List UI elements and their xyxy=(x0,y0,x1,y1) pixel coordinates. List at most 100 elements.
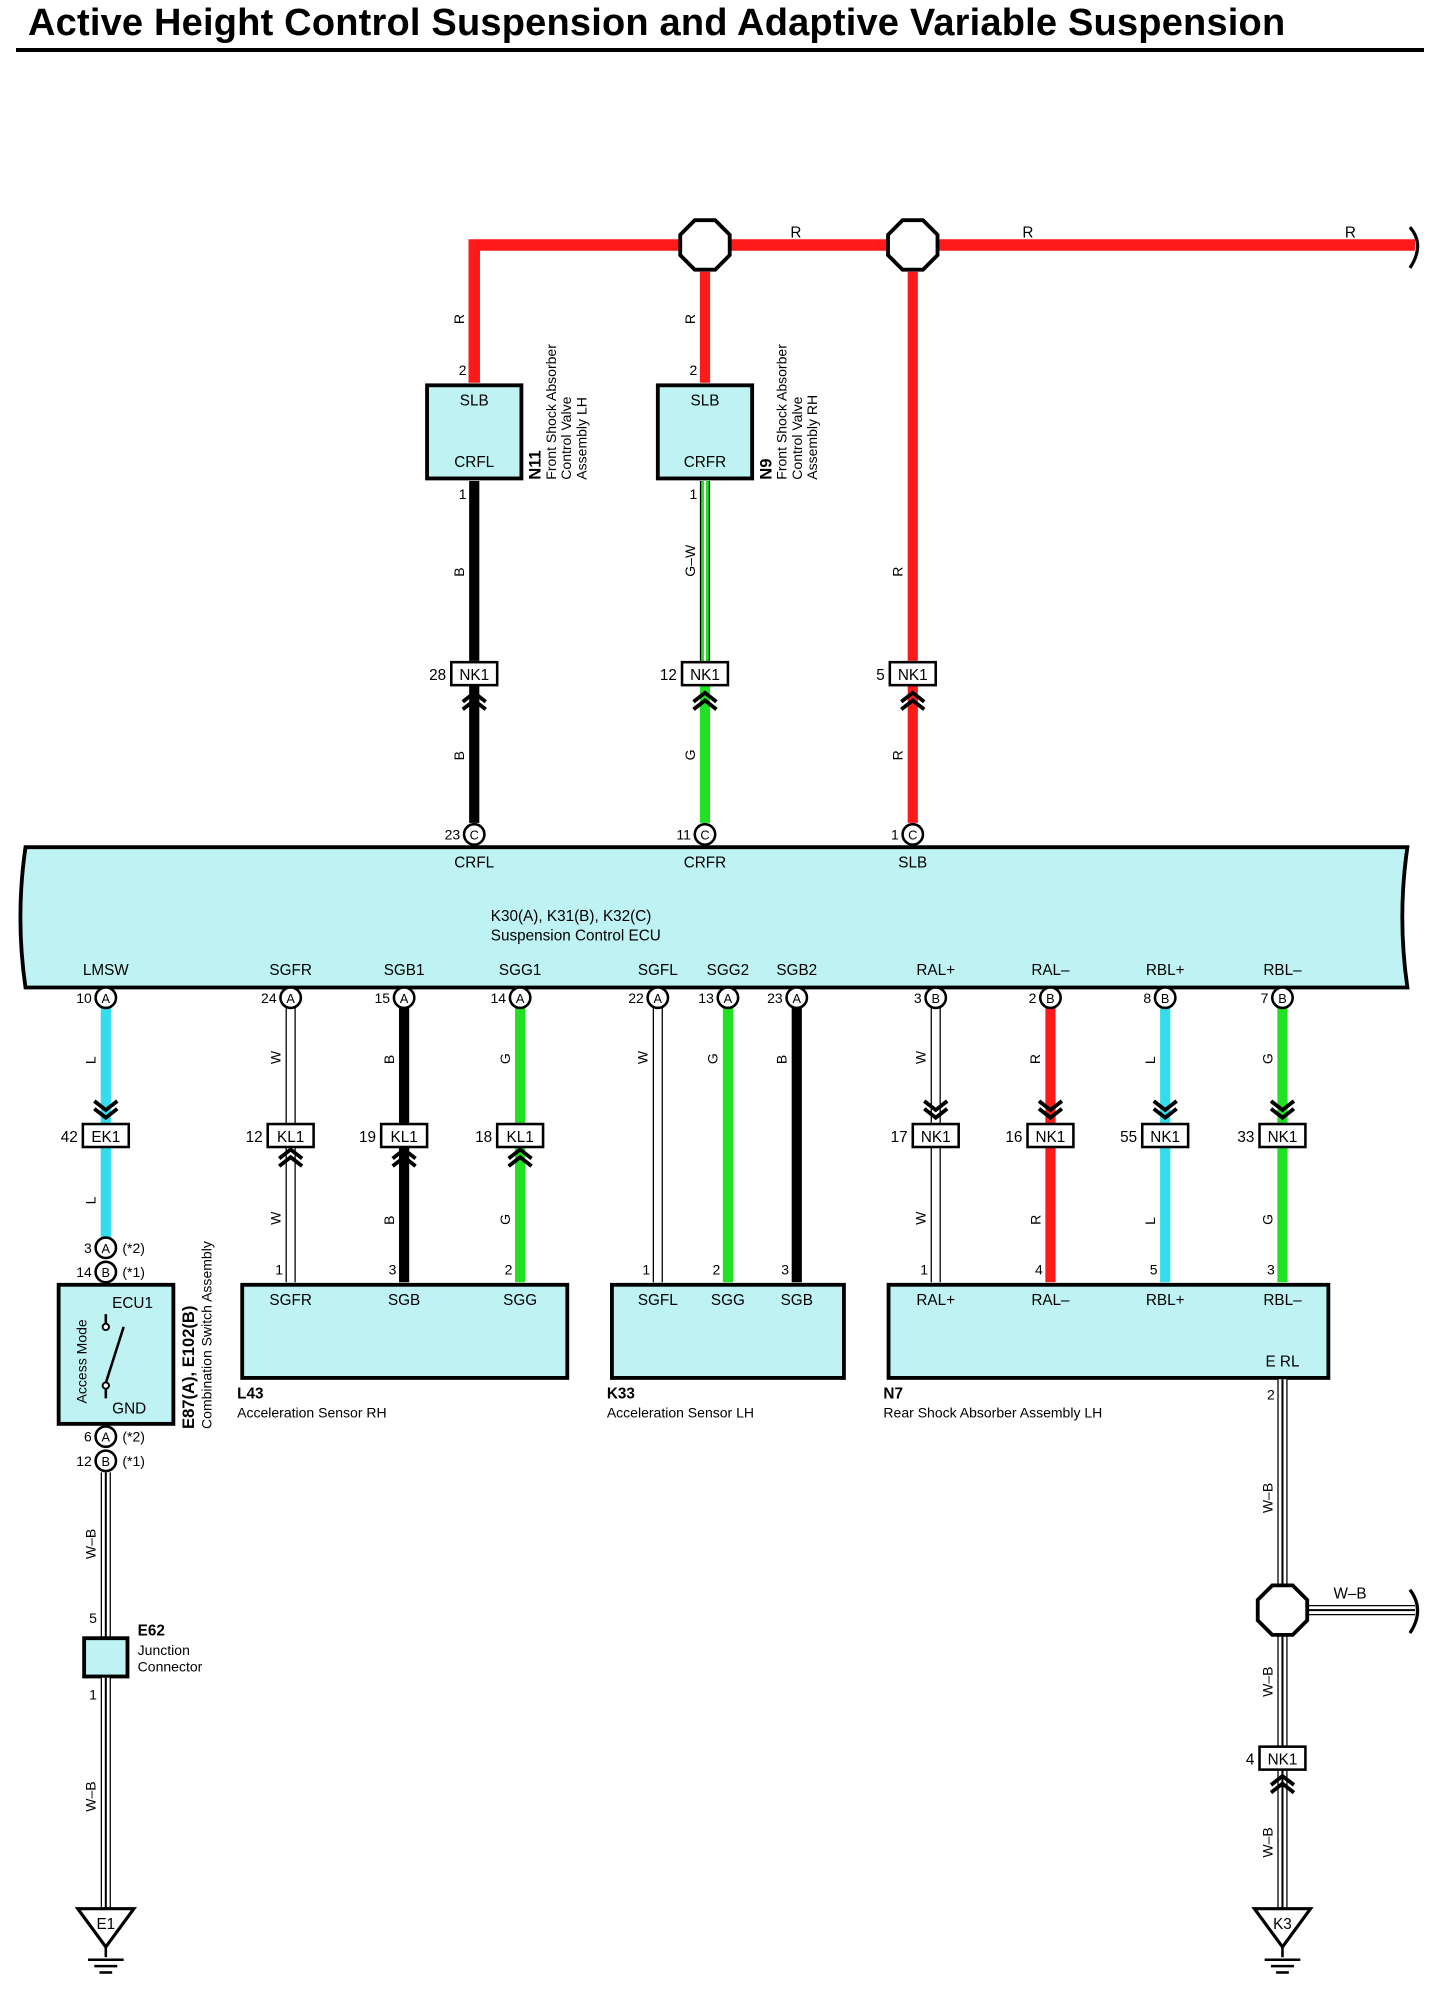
ecu-bottom-pin-number: 13 xyxy=(698,990,714,1006)
pin-connector-letter: B xyxy=(102,1265,111,1280)
rear-shock-code: N7 xyxy=(883,1385,903,1402)
pin-connector-letter: B xyxy=(1161,991,1170,1006)
connector-chevron xyxy=(461,698,487,711)
ground-k3-label: K3 xyxy=(1273,1916,1292,1933)
connector-chevron xyxy=(923,1099,949,1113)
sensor-lh-code: K33 xyxy=(607,1385,635,1402)
ecu-output-wire-label: G xyxy=(705,1053,721,1064)
sensor-lh-pin: 2 xyxy=(712,1262,720,1278)
connector-box xyxy=(1026,1122,1075,1149)
upper-wire-label-above: R xyxy=(890,567,906,577)
ecu-output-wire-label: L xyxy=(1142,1056,1158,1064)
ecu-bottom-pin-label: SGG1 xyxy=(499,962,541,979)
junction-pin-top: 5 xyxy=(89,1610,97,1626)
pin-circle xyxy=(94,1236,118,1260)
lower-connector-pin: 55 xyxy=(1120,1129,1137,1146)
valve-name-line: Assembly RH xyxy=(804,395,820,480)
rear-shock-wire-label: G xyxy=(1259,1214,1275,1225)
upper-wire-label-above: G–W xyxy=(682,544,698,577)
connector-chevron xyxy=(1269,1781,1296,1795)
pin-circle xyxy=(1270,986,1294,1010)
ecu-bottom-pin-label: SGFL xyxy=(638,962,678,979)
connector-name: KL1 xyxy=(507,1129,534,1146)
ecu-output-wire-label: R xyxy=(1027,1054,1043,1064)
ecu-bottom-pin-label: RBL+ xyxy=(1146,962,1185,979)
switch-pin-note: (*2) xyxy=(122,1429,145,1445)
connector-name: KL1 xyxy=(391,1129,418,1146)
connector-name: NK1 xyxy=(459,667,489,684)
pin-circle xyxy=(94,1449,118,1473)
sensor-lh-name: Acceleration Sensor LH xyxy=(607,1404,754,1420)
sensor-rh-terminal: SGB xyxy=(388,1292,420,1309)
connector-chevron xyxy=(93,1099,119,1113)
connector-chevron xyxy=(391,1147,417,1160)
switch-mode-label: Access Mode xyxy=(74,1319,90,1403)
rear-shock-wire-label: W xyxy=(913,1211,929,1225)
pin-connector-letter: A xyxy=(793,991,802,1006)
pin-circle xyxy=(279,986,303,1010)
ecu-bottom-pin-number: 15 xyxy=(375,990,391,1006)
ecu-output-wire-label: B xyxy=(774,1055,790,1064)
switch-lever xyxy=(104,1326,125,1384)
connector-chevron xyxy=(692,690,718,704)
pin-circle xyxy=(508,986,532,1010)
connector-box xyxy=(888,660,937,687)
connector-box xyxy=(266,1122,315,1149)
pin-circle xyxy=(785,986,809,1010)
pin-connector-letter: A xyxy=(286,991,295,1006)
splice-point-2 xyxy=(886,218,940,272)
switch-bottom-pin-number: 12 xyxy=(76,1453,92,1469)
rear-shock-pin: 5 xyxy=(1150,1262,1158,1278)
rear-shock-terminal: RAL– xyxy=(1031,1292,1070,1309)
page-title: Active Height Control Suspension and Ada… xyxy=(28,2,1286,44)
switch-bottom-pin-number: 6 xyxy=(84,1429,92,1445)
sensor-rh-pin: 3 xyxy=(389,1262,397,1278)
ecu-bottom-pin-label: SGFR xyxy=(269,962,311,979)
pin-circle xyxy=(646,986,670,1010)
ecu-box xyxy=(18,845,1410,990)
sensor-rh-name: Acceleration Sensor RH xyxy=(237,1404,387,1420)
ecu-bottom-pin-number: 8 xyxy=(1143,990,1151,1006)
valve-terminal-top: SLB xyxy=(691,393,720,410)
connector-chevron xyxy=(1152,1107,1178,1121)
ecu-bottom-pin-number: 24 xyxy=(261,990,277,1006)
connector-chevron xyxy=(1037,1099,1064,1113)
ecu-bottom-pin-label: SGG2 xyxy=(707,962,749,979)
connector-chevron xyxy=(278,1147,304,1160)
connector-chevron xyxy=(391,1154,417,1168)
sensor-lh-terminal: SGB xyxy=(781,1292,813,1309)
ecu-top-pin-label: CRFL xyxy=(454,855,494,872)
connector-chevron xyxy=(1269,1773,1296,1787)
ecu-bottom-pin-label: RAL– xyxy=(1031,962,1070,979)
pin-circle xyxy=(94,1260,118,1284)
connector-box xyxy=(911,1122,960,1149)
ground-e1 xyxy=(74,1907,138,1950)
connector-box xyxy=(1140,1122,1190,1149)
switch-pin-note: (*1) xyxy=(122,1264,145,1280)
rear-shock-name: Rear Shock Absorber Assembly LH xyxy=(883,1404,1102,1420)
connector-box xyxy=(1258,1745,1307,1771)
connector-name: KL1 xyxy=(277,1129,304,1146)
ecu-bottom-pin-number: 22 xyxy=(628,990,644,1006)
upper-wire-label-below: R xyxy=(890,750,906,760)
pin-connector-letter: A xyxy=(724,991,733,1006)
ecu-bottom-pin-label: RBL– xyxy=(1263,962,1302,979)
connector-chevron xyxy=(900,698,926,711)
junction-connector-box xyxy=(82,1636,130,1679)
power-bus-wire xyxy=(468,239,1416,383)
pin-circle xyxy=(94,986,118,1010)
valve-name-line: Front Shock Absorber xyxy=(774,344,790,480)
connector-box xyxy=(495,1122,545,1149)
bus-wire-label: R xyxy=(790,224,801,241)
lower-connector-pin: 33 xyxy=(1237,1129,1254,1146)
ecu-title: K30(A), K31(B), K32(C) xyxy=(491,908,652,925)
sensor-rh-code: L43 xyxy=(237,1385,263,1402)
sensor-rh-pin: 1 xyxy=(275,1262,283,1278)
connector-box xyxy=(81,1122,131,1149)
rear-shock-box xyxy=(886,1282,1331,1380)
lower-connector-pin: 12 xyxy=(246,1129,263,1146)
pin-connector-letter: B xyxy=(931,991,940,1006)
valve-name-line: Control Valve xyxy=(558,396,574,479)
rear-shock-pin: 3 xyxy=(1267,1262,1275,1278)
valve-terminal-bottom: CRFL xyxy=(454,454,494,471)
